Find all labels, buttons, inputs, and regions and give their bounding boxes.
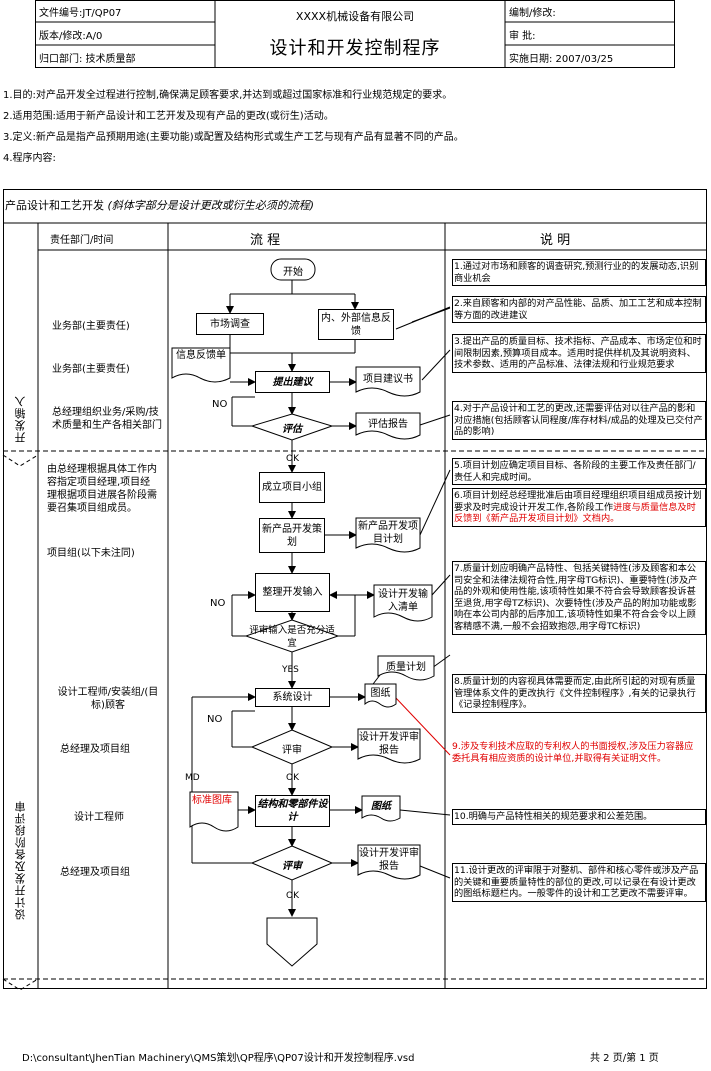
flow-review-2: 评审 [282,861,302,872]
desc-note-6-text: 6.项目计划经总经理批准后由项目经理组织项目组成员按计划要求及时完成设计开发工作… [454,490,702,513]
doc-department: 归口部门: 技术质量部 [39,54,136,65]
dept-gm-depts: 总经理组织业务/采购/技术质量和生产各相关部门 [52,407,162,431]
phase-design-label: 设计开发及各阶段评审 [14,800,27,920]
flow-input-review: 评审输入是否充分适宜 [249,625,335,649]
flow-section-title: 产品设计和工艺开发 (斜体字部分是设计更改或衍生必须的流程) [5,197,314,213]
desc-note-6-red: 进度与质量信息及时反馈到《新产品开发项目计划》文档内。 [454,501,696,525]
effective-date: 实施日期: 2007/03/25 [509,54,614,65]
flow-standard-library: 标准图库 [192,795,232,806]
flow-review-report-1: 设计开发评审报告 [359,732,419,756]
doc-title: 设计和开发控制程序 [269,38,441,59]
flow-start: 开始 [283,267,303,278]
flow-market-research: 市场调查 [196,313,264,335]
desc-note-1: 1.通过对市场和顾客的调查研究,预测行业的的发展动态,识别商业机会 [452,259,706,287]
flow-drawing-2: 图纸 [371,801,391,812]
dept-gm-team-1: 总经理及项目组 [60,744,130,755]
doc-version: 版本/修改:A/0 [39,31,103,42]
flow-proposal-doc: 项目建议书 [363,374,413,385]
flow-input-no: NO [210,598,226,609]
section-definition: 3.定义:新产品是指产品预期用途(主要功能)或配置及结构形式或生产工艺与现有产品… [3,132,464,143]
flow-feedback-form: 信息反馈单 [176,350,226,361]
column-flow-header: 流 程 [250,233,281,248]
doc-number: 文件编号:JT/QP07 [39,8,122,19]
section-procedure: 4.程序内容: [3,153,56,164]
header-grid [35,0,675,68]
desc-note-6: 6.项目计划经总经理批准后由项目经理组织项目组成员按计划要求及时完成设计开发工作… [452,488,706,527]
flow-product-plan: 新产品开发策划 [259,518,325,553]
footer-page-number: 共 2 页/第 1 页 [590,1053,659,1064]
flow-system-no: NO [207,714,223,725]
dept-sales-1: 业务部(主要责任) [52,321,130,332]
header-table [35,0,675,68]
phase-input-label: 开发输入 [14,395,27,443]
flow-propose: 提出建议 [255,371,330,393]
dept-design-eng-1: 设计工程师/安装组/(目标)顾客 [57,687,159,711]
company-name: XXXX机械设备有限公司 [295,10,415,23]
flow-evaluate: 评估 [282,424,302,435]
flow-review-yes: YES [282,665,299,675]
flow-input-list: 设计开发输入清单 [378,589,428,613]
editor-field: 编制/修改: [509,8,556,19]
flow-dev-input: 整理开发输入 [255,573,330,612]
flow-review-ok: OK [286,773,299,783]
desc-note-11: 11.设计更改的评审限于对整机、部件和核心零件或涉及产品的关键和重要质量特性的部… [452,863,706,902]
desc-note-4: 4.对于产品设计和工艺的更改,还需要评估对以往产品的影和对应措施(包括顾客认同程… [452,401,706,440]
dept-sales-2: 业务部(主要责任) [52,364,130,375]
dept-gm-assign: 由总经理根据具体工作内容指定项目经理,项目经理根据项目进展各阶段需要召集项目组成… [47,464,157,514]
flow-info-feedback: 内、外部信息反馈 [318,309,394,340]
desc-note-2: 2.来自顾客和内部的对产品性能、品质、加工工艺和成本控制等方面的改进建议 [452,296,706,324]
flow-eval-no: NO [212,399,228,410]
flow-drawing: 图纸 [370,688,391,699]
approval-field: 审 批: [509,31,536,42]
desc-note-9-red: 9.涉及专利技术应取的专利权人的书面授权,涉及压力容器应委托具有相应资质的设计单… [452,741,694,764]
footer-file-path: D:\consultant\JhenTian Machinery\QMS策划\Q… [22,1053,415,1064]
flow-parts-design: 结构和零部件设计 [255,795,330,827]
flow-quality-plan: 质量计划 [386,662,426,673]
flow-review2-ok: OK [286,891,299,901]
desc-note-7: 7.质量计划应明确产品特性、包括关键特性(涉及顾客和本公司安全和法律法规符合性,… [452,561,706,635]
section-scope: 2.适用范围:适用于新产品设计和工艺开发及现有产品的更改(或衍生)活动。 [3,111,334,122]
flow-review-report-2: 设计开发评审报告 [359,848,419,872]
flow-plan-doc: 新产品开发项目计划 [358,521,418,545]
dept-project-team: 项目组(以下未注同) [47,548,135,559]
desc-note-9: 9.涉及专利技术应取的专利权人的书面授权,涉及压力容器应委托具有相应资质的设计单… [452,741,702,764]
flow-md-label: MD [185,773,200,783]
flow-eval-ok: OK [286,454,299,464]
dept-gm-team-2: 总经理及项目组 [60,867,130,878]
desc-note-5: 5.项目计划应确定项目目标、各阶段的主要工作及责任部门/责任人和完成时间。 [452,458,706,486]
flowchart-frame [3,189,707,989]
flow-eval-report: 评估报告 [368,419,408,430]
section-purpose: 1.目的:对产品开发全过程进行控制,确保满足顾客要求,并达到或超过国家标准和行业… [3,90,453,101]
flow-review-1: 评审 [282,745,302,756]
dept-design-eng-2: 设计工程师 [74,812,124,823]
flow-form-team: 成立项目小组 [259,472,325,503]
column-dept-header: 责任部门/时间 [50,235,114,246]
desc-note-8: 8.质量计划的内容视具体需要而定,由此所引起的对现有质量管理体系文件的更改执行《… [452,674,706,713]
flow-title-note: (斜体字部分是设计更改或衍生必须的流程) [107,199,315,212]
column-desc-header: 说 明 [540,233,571,248]
flow-system-design: 系统设计 [255,688,330,707]
desc-note-3: 3.提出产品的质量目标、技术指标、产品成本、市场定位和时间限制因素,预算项目成本… [452,334,706,373]
desc-note-10: 10.明确与产品特性相关的规范要求和公差范围。 [452,809,706,825]
flow-title-text: 产品设计和工艺开发 [5,199,104,212]
